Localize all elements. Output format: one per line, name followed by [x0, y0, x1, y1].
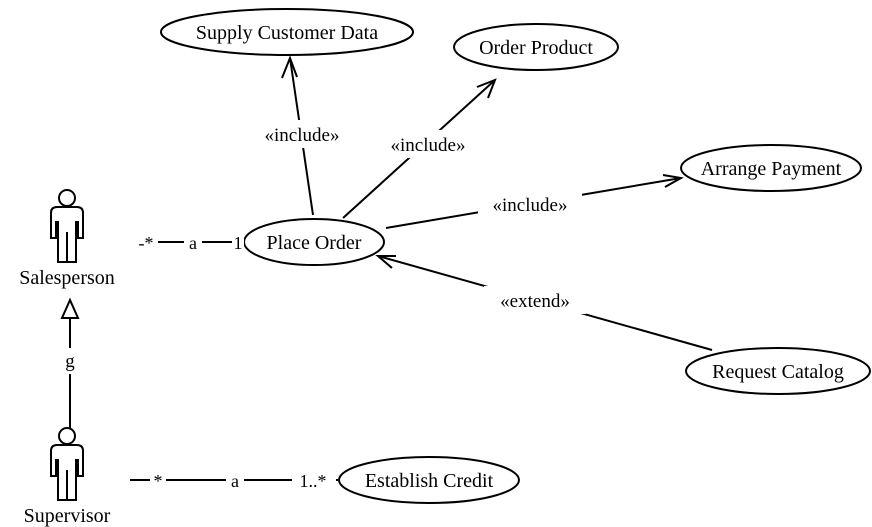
label-backing	[232, 230, 244, 254]
label-backing	[378, 130, 478, 158]
label-backing	[226, 468, 244, 492]
label-backing	[60, 348, 80, 374]
include-arrowhead-payment	[662, 174, 684, 188]
use-case-label: Arrange Payment	[701, 158, 842, 180]
use-case-label: Order Product	[479, 37, 593, 59]
actor-supervisor[interactable]: Supervisor	[24, 427, 111, 527]
label-backing	[184, 230, 202, 254]
include-label-payment: «include»	[493, 195, 568, 216]
label-backing	[252, 120, 354, 148]
label-backing	[484, 286, 586, 314]
generalization-label: g	[65, 351, 75, 372]
use-case-label: Request Catalog	[712, 361, 844, 383]
use-case-supply-customer-data[interactable]: Supply Customer Data	[160, 8, 414, 56]
label-backing	[478, 190, 582, 218]
use-case-label: Place Order	[267, 232, 362, 254]
association-name-salesperson: a	[189, 233, 197, 253]
label-backing	[134, 230, 158, 254]
actor-figure-icon	[50, 189, 84, 263]
use-case-place-order[interactable]: Place Order	[243, 218, 385, 266]
use-case-label: Establish Credit	[365, 470, 494, 492]
multiplicity-establish-credit-end: 1..*	[300, 471, 327, 491]
association-name-supervisor: a	[231, 471, 239, 491]
generalization-arrowhead	[60, 297, 80, 319]
use-case-request-catalog[interactable]: Request Catalog	[685, 347, 871, 395]
include-arrowhead-order	[476, 78, 497, 99]
extend-label-catalog: «extend»	[500, 291, 570, 312]
multiplicity-place-order-end: 1	[234, 233, 243, 253]
multiplicity-supervisor-end: *	[154, 471, 163, 491]
use-case-establish-credit[interactable]: Establish Credit	[338, 456, 520, 504]
actor-figure-icon	[50, 427, 84, 501]
include-label-supply: «include»	[265, 125, 340, 146]
actor-label-salesperson: Salesperson	[19, 267, 115, 289]
use-case-arrange-payment[interactable]: Arrange Payment	[680, 144, 862, 192]
use-case-label: Supply Customer Data	[196, 22, 378, 44]
extend-arrowhead-place-order	[375, 255, 396, 269]
label-backing	[150, 468, 166, 492]
include-label-order: «include»	[391, 135, 466, 156]
actor-label-supervisor: Supervisor	[24, 505, 111, 527]
use-case-order-product[interactable]: Order Product	[453, 23, 619, 71]
include-arrowhead-supply	[281, 55, 298, 79]
multiplicity-salesperson-end: -*	[139, 233, 154, 253]
label-backing	[292, 468, 336, 492]
actor-salesperson[interactable]: Salesperson	[19, 189, 115, 289]
